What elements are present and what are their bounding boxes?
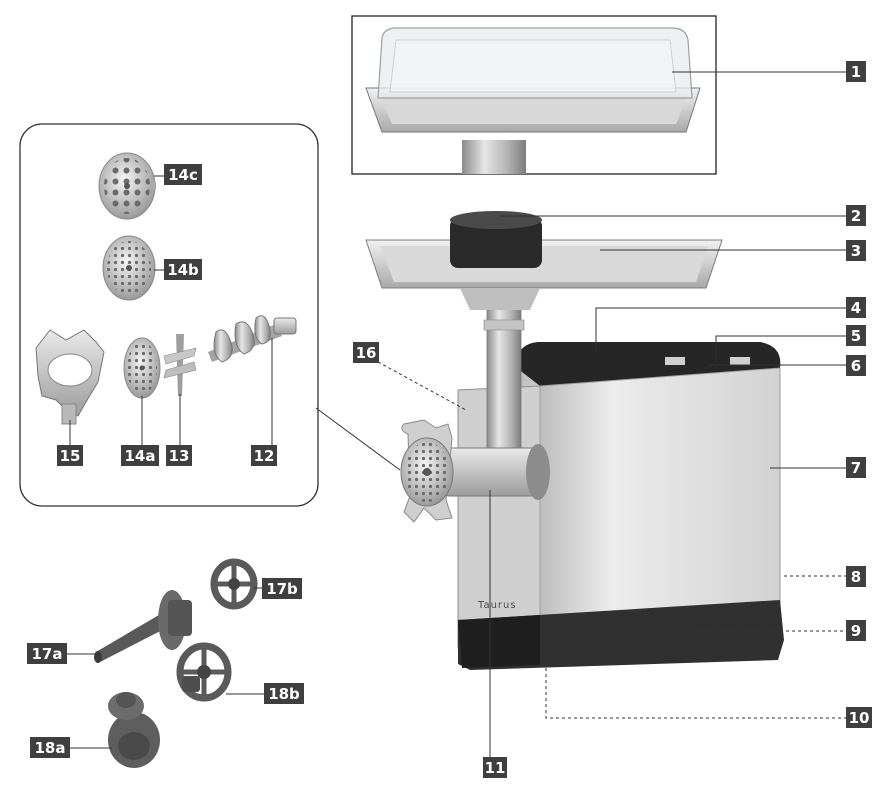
ring-nut-15 xyxy=(35,329,105,425)
svg-text:5: 5 xyxy=(851,327,861,345)
callout-16: 16 xyxy=(353,342,379,363)
callout-14b: 14b xyxy=(164,259,202,280)
svg-text:9: 9 xyxy=(851,622,861,640)
svg-text:16: 16 xyxy=(356,344,377,362)
leader-lines xyxy=(66,71,846,757)
callout-10: 10 xyxy=(846,707,872,728)
auger-screw-12 xyxy=(208,315,297,363)
lid-inset-box xyxy=(351,15,717,175)
brand-label: Taurus xyxy=(477,600,517,611)
svg-text:18a: 18a xyxy=(35,739,66,757)
svg-text:15: 15 xyxy=(60,447,81,465)
callout-3: 3 xyxy=(846,240,866,261)
callout-1: 1 xyxy=(846,61,866,82)
callout-2: 2 xyxy=(846,205,866,226)
callout-8: 8 xyxy=(846,566,866,587)
svg-text:2: 2 xyxy=(851,207,861,225)
callout-7: 7 xyxy=(846,457,866,478)
svg-text:3: 3 xyxy=(851,242,861,260)
grinder-parts-inset xyxy=(19,123,319,507)
svg-text:4: 4 xyxy=(851,299,861,317)
callout-17b: 17b xyxy=(262,578,302,599)
callout-9: 9 xyxy=(846,620,866,641)
callout-13: 13 xyxy=(166,445,192,466)
spacer-wheel-17b xyxy=(210,558,258,610)
kibbe-cone-18a xyxy=(108,692,160,768)
callout-14c: 14c xyxy=(164,164,202,185)
svg-text:8: 8 xyxy=(851,568,861,586)
svg-text:11: 11 xyxy=(485,759,506,777)
callout-11: 11 xyxy=(483,757,507,778)
callout-14a: 14a xyxy=(121,445,159,466)
sausage-nozzle-17a xyxy=(94,590,192,663)
svg-text:1: 1 xyxy=(851,63,861,81)
cutting-blade-13 xyxy=(163,334,197,396)
meat-grinder-main-unit: Taurus xyxy=(365,211,784,670)
callout-4: 4 xyxy=(846,297,866,318)
svg-text:12: 12 xyxy=(254,447,275,465)
svg-text:13: 13 xyxy=(169,447,190,465)
svg-text:7: 7 xyxy=(851,459,861,477)
svg-text:17b: 17b xyxy=(266,580,298,598)
callout-6: 6 xyxy=(846,355,866,376)
svg-text:17a: 17a xyxy=(32,645,63,663)
callout-15: 15 xyxy=(57,445,83,466)
callout-17a: 17a xyxy=(27,643,67,664)
svg-text:14a: 14a xyxy=(125,447,156,465)
svg-text:18b: 18b xyxy=(268,685,300,703)
callout-18b: 18b xyxy=(264,683,304,704)
medium-disc-14b xyxy=(102,235,156,301)
callout-12: 12 xyxy=(251,445,277,466)
coarse-disc-14c xyxy=(98,152,156,220)
callout-badges: 1 2 3 4 5 6 7 8 9 10 11 12 13 14a 14b 14… xyxy=(27,61,872,778)
svg-text:6: 6 xyxy=(851,357,861,375)
svg-text:14b: 14b xyxy=(167,261,199,279)
kibbe-wheel-18b xyxy=(176,642,232,702)
fine-disc-14a xyxy=(123,337,161,399)
svg-text:10: 10 xyxy=(849,709,870,727)
callout-18a: 18a xyxy=(30,737,70,758)
callout-5: 5 xyxy=(846,325,866,346)
svg-text:14c: 14c xyxy=(168,166,198,184)
